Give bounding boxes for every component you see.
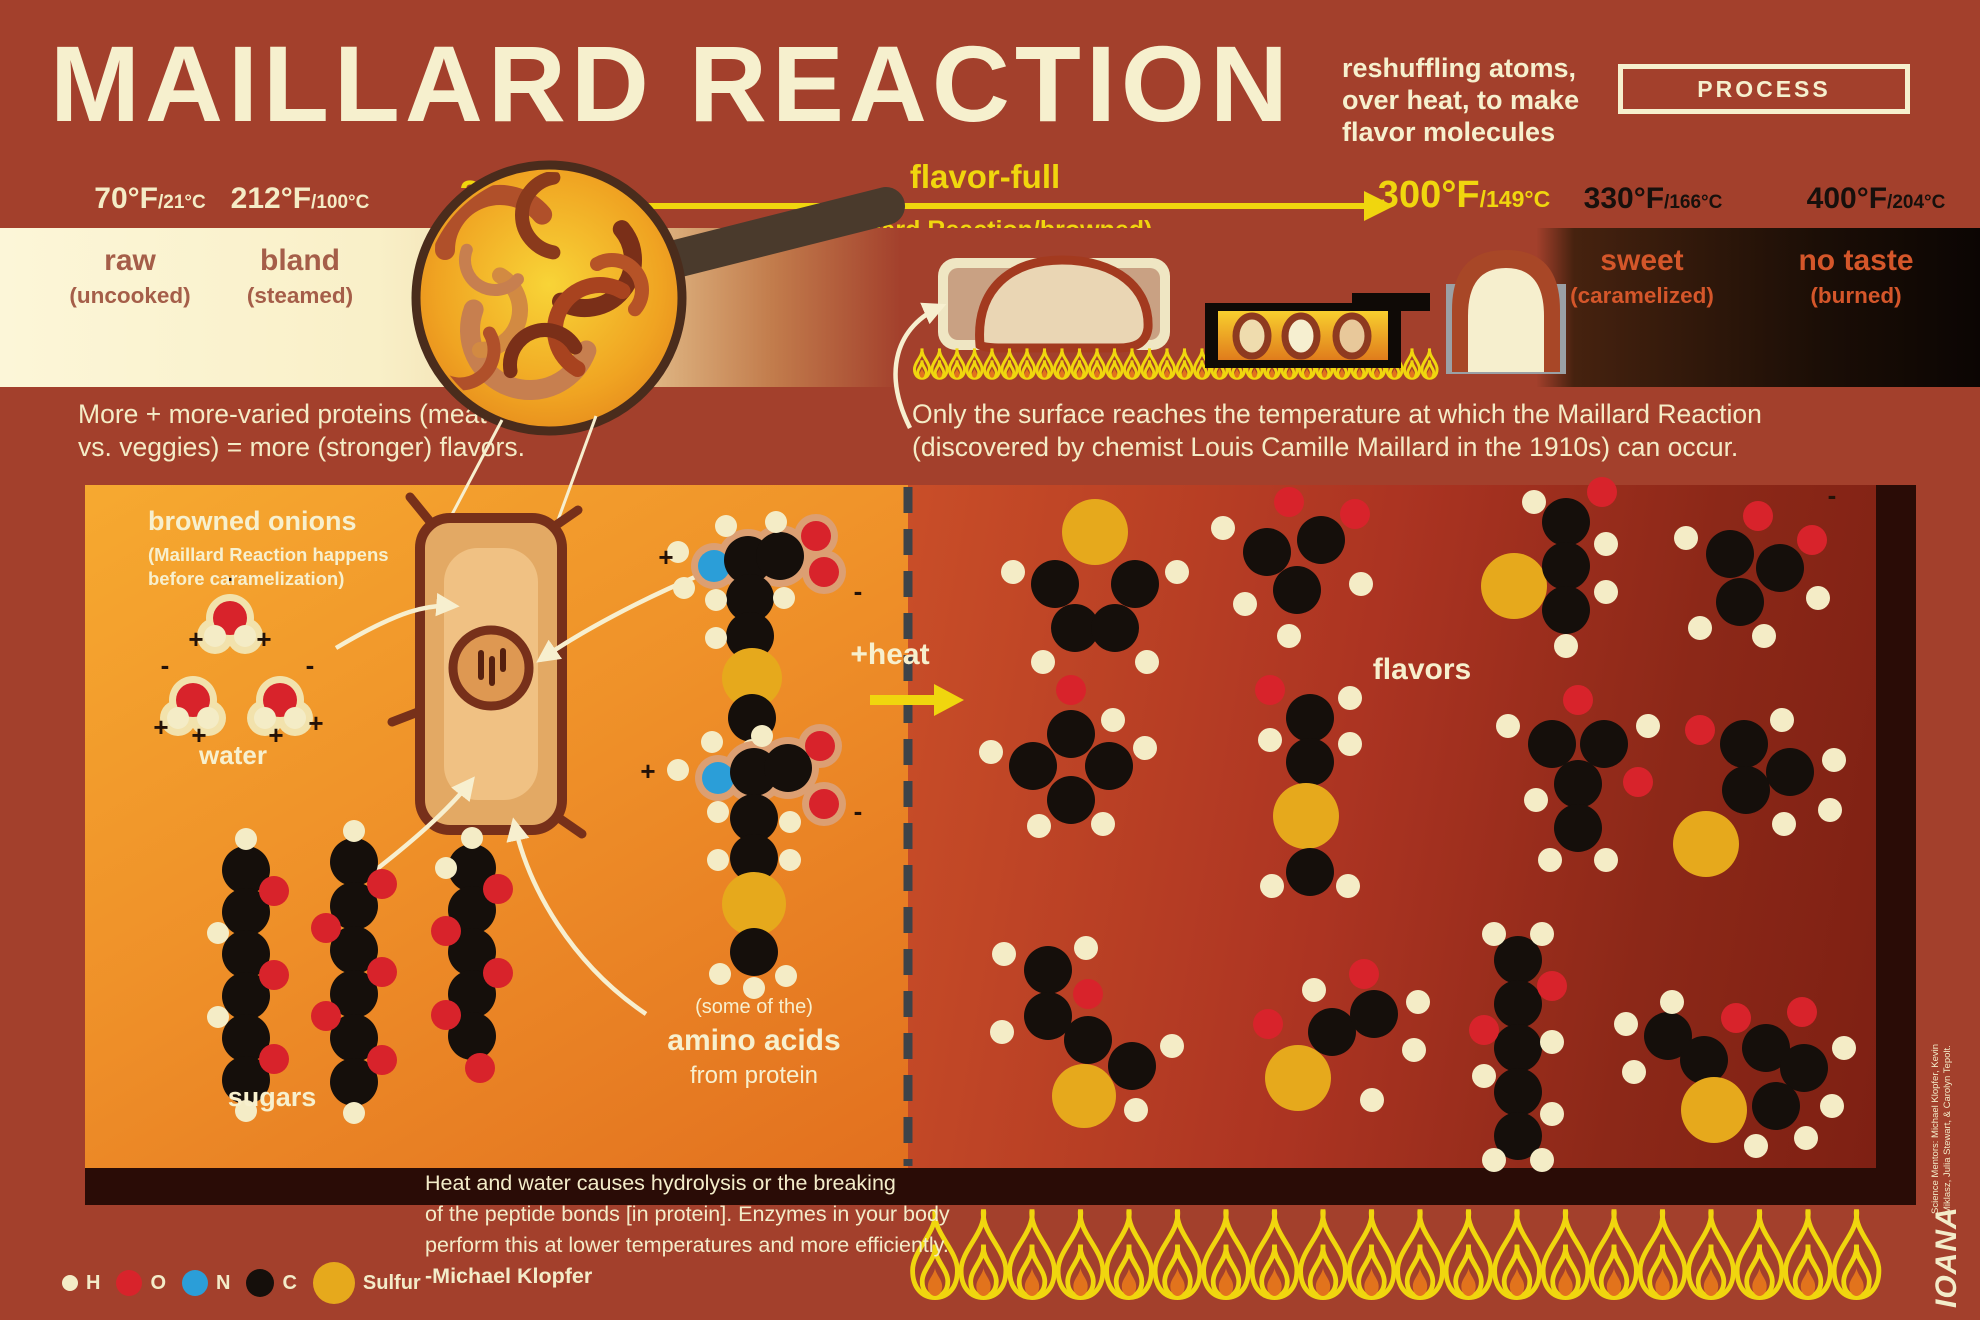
flame-icon xyxy=(958,1209,1009,1301)
flame-icon xyxy=(1492,1209,1542,1301)
legend-item: Sulfur xyxy=(312,1262,421,1304)
big-flames-row xyxy=(910,1209,1882,1301)
temperature-tick: 212°F/100°C xyxy=(230,182,370,215)
bread-label-line: <165°F xyxy=(1032,304,1095,325)
flame-icon xyxy=(1201,1209,1251,1301)
legend-item: C xyxy=(246,1269,297,1297)
temperature-tick: 250°F/110°C xyxy=(459,174,631,216)
doneness-stage-label: sweet(caramelized) xyxy=(1570,244,1714,308)
doneness-stage-label: bland(steamed) xyxy=(246,244,354,308)
browned-onions-subtitle: (Maillard Reaction happens before carame… xyxy=(148,544,389,589)
atom-label: H xyxy=(86,1271,101,1294)
legend-item: N xyxy=(182,1270,230,1296)
process-label: PROCESS xyxy=(1697,75,1831,102)
subtitle: reshuffling atoms, over heat, to make fl… xyxy=(1342,52,1579,148)
flame-icon xyxy=(1783,1209,1833,1301)
atom-dot xyxy=(116,1270,143,1296)
subtitle-line: over heat, to make xyxy=(1342,85,1580,115)
atom-legend: H O N C Sulfur xyxy=(62,1262,421,1304)
flame-icon xyxy=(1589,1209,1639,1301)
flame-icon xyxy=(1007,1209,1057,1301)
temperature-tick: 330°F/166°C xyxy=(1583,182,1723,215)
flame-icon xyxy=(1055,1209,1106,1301)
surface-note: Only the surface reaches the temperature… xyxy=(912,399,1762,462)
heat-label: +heat xyxy=(850,638,930,671)
flavors-panel xyxy=(908,485,1876,1168)
atom-dot xyxy=(62,1275,78,1291)
page-title: MAILLARD REACTION xyxy=(50,23,1293,144)
sugars-label: sugars xyxy=(227,1082,317,1112)
flavors-label: flavors xyxy=(1372,653,1472,686)
temperature-tick: 400°F/204°C xyxy=(1806,182,1946,215)
bread-temperature-label: inside <165°F xyxy=(988,280,1140,326)
flame-icon xyxy=(1298,1209,1348,1301)
flame-icon xyxy=(1637,1209,1688,1301)
atom-dot xyxy=(182,1270,209,1296)
quote-attribution: -Michael Klopfer xyxy=(425,1264,593,1288)
flame-icon xyxy=(1443,1209,1494,1301)
browned-onions-title: browned onions xyxy=(148,506,357,536)
flame-icon xyxy=(1540,1209,1591,1301)
flavor-full-label: flavor-full xyxy=(909,158,1061,195)
flame-icon xyxy=(1395,1209,1445,1301)
flame-icon xyxy=(1686,1209,1736,1301)
flame-icon xyxy=(1152,1209,1203,1301)
flame-icon xyxy=(1249,1209,1300,1301)
amino-acids-sub-label: from protein xyxy=(689,1062,819,1089)
flame-icon xyxy=(1104,1209,1154,1301)
proteins-note: More + more-varied proteins (meat vs. ve… xyxy=(78,399,525,462)
process-badge: PROCESS xyxy=(1618,64,1910,114)
atom-dot xyxy=(246,1269,275,1297)
science-mentors-credit: Science Mentors: Michael Klopfer, Kevin … xyxy=(1930,1043,1953,1214)
flame-icon xyxy=(1734,1209,1785,1301)
subtitle-line: reshuffling atoms, xyxy=(1342,53,1577,83)
atom-label: Sulfur xyxy=(362,1271,421,1294)
atom-label: N xyxy=(216,1271,231,1294)
temperature-tick: 70°F/21°C xyxy=(94,182,206,215)
bread-label-line: inside xyxy=(1036,281,1092,302)
subtitle-line: flavor molecules xyxy=(1342,117,1556,147)
doneness-stage-label: raw(uncooked) xyxy=(69,244,191,308)
legend-item: O xyxy=(116,1270,166,1296)
flame-icon xyxy=(1831,1209,1882,1301)
hydrolysis-quote: Heat and water causes hydrolysis or the … xyxy=(425,1168,950,1292)
water-label: water xyxy=(199,740,267,770)
legend-item: H xyxy=(62,1272,100,1295)
artist-signature: IOANA xyxy=(1930,1206,1963,1308)
amino-acids-pre-label: (some of the) xyxy=(695,996,813,1018)
flame-icon xyxy=(1346,1209,1397,1301)
amino-acids-title: amino acids xyxy=(667,1024,841,1057)
temperature-tick: 300°F/149°C xyxy=(1377,174,1551,216)
atom-label: O xyxy=(150,1271,167,1294)
atom-label: C xyxy=(282,1271,297,1294)
doneness-stage-label: no taste(burned) xyxy=(1798,244,1914,308)
atom-dot xyxy=(312,1262,355,1304)
